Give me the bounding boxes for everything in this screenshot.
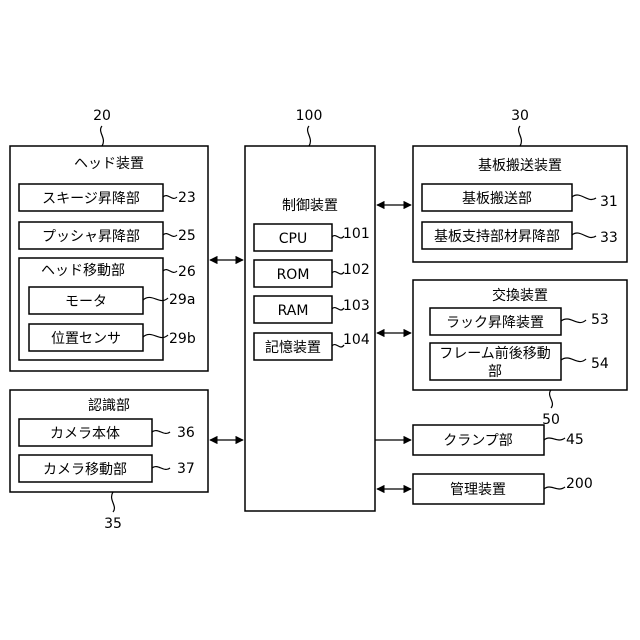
- board-conveyor-ref: 31: [600, 194, 618, 210]
- frame-move-label-line1: フレーム前後移動: [439, 345, 551, 362]
- pusher-ref: 25: [178, 228, 196, 244]
- board-transport-title: 基板搬送装置: [478, 157, 562, 174]
- squeegee-lift-label: スキージ昇降部: [42, 191, 140, 207]
- head-device: 20 ヘッド装置 スキージ昇降部 23 プッシャ昇降部 25 ヘッド移動部 26…: [10, 108, 208, 371]
- board-transport-leader: [519, 126, 522, 146]
- head-device-ref: 20: [93, 108, 111, 124]
- rom-label: ROM: [277, 267, 310, 283]
- controller-ref: 100: [296, 108, 323, 124]
- recognition-ref: 35: [104, 516, 122, 532]
- board-transport-device: 30 基板搬送装置 基板搬送部 31 基板支持部材昇降部 33: [413, 108, 627, 262]
- clamp-label: クランプ部: [443, 433, 513, 449]
- board-conveyor-label: 基板搬送部: [462, 190, 532, 207]
- board-support-label: 基板支持部材昇降部: [434, 228, 560, 245]
- storage-label: 記憶装置: [265, 339, 321, 356]
- exchange-ref: 50: [542, 412, 560, 428]
- rack-lift-ref: 53: [591, 312, 609, 328]
- rom-ref: 102: [343, 262, 370, 278]
- frame-move-ref: 54: [591, 356, 609, 372]
- clamp-leader: [544, 438, 565, 440]
- head-move-label: ヘッド移動部: [41, 263, 125, 279]
- management-label: 管理装置: [450, 482, 506, 498]
- exchange-title: 交換装置: [492, 287, 548, 304]
- squeegee-ref: 23: [178, 190, 196, 206]
- camera-body-ref: 36: [177, 425, 195, 441]
- recognition-leader: [112, 492, 115, 512]
- camera-move-label: カメラ移動部: [43, 462, 127, 478]
- frame-move-label-line2: 部: [488, 364, 502, 380]
- clamp-ref: 45: [566, 432, 584, 448]
- exchange-leader: [550, 390, 553, 408]
- camera-body-label: カメラ本体: [50, 426, 120, 442]
- head-device-title: ヘッド装置: [74, 156, 144, 172]
- controller-leader: [308, 126, 311, 146]
- camera-move-ref: 37: [177, 461, 195, 477]
- controller: 100 制御装置 CPU 101 ROM 102 RAM 103 記憶装置 10…: [245, 108, 375, 511]
- ram-ref: 103: [343, 298, 370, 314]
- motor-ref: 29a: [169, 292, 195, 308]
- position-sensor-ref: 29b: [169, 331, 196, 347]
- recognition-unit: 認識部 カメラ本体 36 カメラ移動部 37 35: [10, 390, 208, 532]
- cpu-ref: 101: [343, 226, 370, 242]
- management-leader: [544, 487, 565, 489]
- board-support-ref: 33: [600, 230, 618, 246]
- cpu-label: CPU: [279, 231, 307, 247]
- head-device-leader: [101, 126, 104, 146]
- position-sensor-label: 位置センサ: [51, 331, 121, 347]
- controller-title: 制御装置: [282, 198, 338, 214]
- ram-label: RAM: [278, 303, 309, 319]
- pusher-lift-label: プッシャ昇降部: [42, 229, 140, 245]
- board-transport-ref: 30: [511, 108, 529, 124]
- rack-lift-label: ラック昇降装置: [446, 315, 544, 331]
- head-move-ref: 26: [178, 264, 196, 280]
- motor-label: モータ: [65, 294, 107, 310]
- recognition-title: 認識部: [88, 398, 130, 414]
- storage-ref: 104: [343, 332, 370, 348]
- exchange-device: 交換装置 ラック昇降装置 53 フレーム前後移動 部 54 50: [413, 280, 627, 428]
- clamp-unit: クランプ部 45: [413, 425, 584, 455]
- management-device: 管理装置 200: [413, 474, 593, 504]
- management-ref: 200: [566, 476, 593, 492]
